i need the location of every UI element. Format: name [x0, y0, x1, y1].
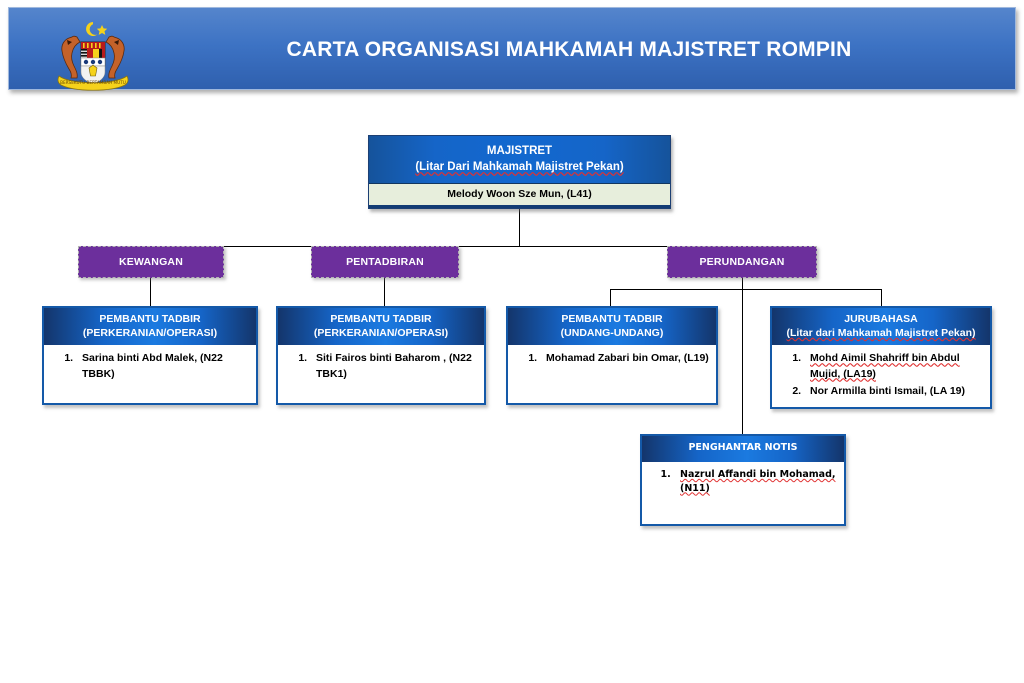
node-majistret-subtitle: (Litar Dari Mahkamah Majistret Pekan) — [415, 161, 624, 174]
connector-root-stem — [519, 203, 520, 246]
unit-title: PEMBANTU TADBIR — [561, 313, 663, 325]
malaysia-coat-of-arms-icon: BERSEKUTU BERTAMBAH MUTU — [45, 18, 141, 94]
division-perundangan[interactable]: PERUNDANGAN — [667, 246, 817, 278]
division-pentadbiran-label: PENTADBIRAN — [346, 256, 424, 268]
unit-header: PENGHANTAR NOTIS — [642, 436, 844, 462]
unit-header: PEMBANTU TADBIR (PERKERANIAN/OPERASI) — [278, 308, 484, 346]
division-kewangan[interactable]: KEWANGAN — [78, 246, 224, 278]
connector-perundangan-bus — [610, 289, 882, 290]
unit-subtitle: (Litar dari Mahkamah Majistret Pekan) — [786, 327, 976, 340]
division-pentadbiran[interactable]: PENTADBIRAN — [311, 246, 459, 278]
unit-subtitle: (PERKERANIAN/OPERASI) — [82, 327, 218, 340]
connector-drop-jurubahasa — [881, 289, 882, 308]
connector-perundangan-stem — [742, 277, 743, 289]
node-majistret-header: MAJISTRET (Litar Dari Mahkamah Majistret… — [369, 136, 670, 184]
unit-staff-list: Mohd Aimil Shahriff bin Abdul Mujid, (LA… — [772, 345, 990, 407]
unit-pembantu-tadbir-undang-undang[interactable]: PEMBANTU TADBIR (UNDANG-UNDANG) Mohamad … — [506, 306, 718, 406]
list-item: Nazrul Affandi bin Mohamad, (N11) — [674, 468, 838, 496]
header-banner: BERSEKUTU BERTAMBAH MUTU CARTA ORGANISAS… — [8, 7, 1016, 91]
svg-text:BERSEKUTU BERTAMBAH MUTU: BERSEKUTU BERTAMBAH MUTU — [60, 80, 126, 85]
unit-header: PEMBANTU TADBIR (PERKERANIAN/OPERASI) — [44, 308, 256, 346]
list-item: Mohamad Zabari bin Omar, (L19) — [540, 351, 710, 366]
unit-title: JURUBAHASA — [844, 313, 918, 325]
node-majistret-holder: Melody Woon Sze Mun, (L41) — [369, 183, 670, 208]
unit-penghantar-notis[interactable]: PENGHANTAR NOTIS Nazrul Affandi bin Moha… — [640, 434, 846, 526]
unit-staff-list: Mohamad Zabari bin Omar, (L19) — [508, 345, 716, 404]
connector-pentadbiran-to-unit — [384, 277, 385, 308]
unit-jurubahasa[interactable]: JURUBAHASA (Litar dari Mahkamah Majistre… — [770, 306, 992, 409]
unit-subtitle: (PERKERANIAN/OPERASI) — [313, 327, 449, 340]
list-item: Siti Fairos binti Baharom , (N22 TBK1) — [310, 351, 478, 381]
page-title: CARTA ORGANISASI MAHKAMAH MAJISTRET ROMP… — [286, 37, 852, 61]
connector-drop-penghantar-notis — [742, 289, 743, 436]
division-perundangan-label: PERUNDANGAN — [699, 256, 785, 268]
unit-title: PENGHANTAR NOTIS — [688, 442, 798, 453]
node-majistret-title: MAJISTRET — [486, 145, 553, 157]
list-item: Sarina binti Abd Malek, (N22 TBBK) — [76, 351, 250, 381]
unit-pembantu-tadbir-pentadbiran[interactable]: PEMBANTU TADBIR (PERKERANIAN/OPERASI) Si… — [276, 306, 486, 406]
unit-title: PEMBANTU TADBIR — [330, 313, 432, 325]
unit-staff-list: Sarina binti Abd Malek, (N22 TBBK) — [44, 345, 256, 404]
list-item: Nor Armilla binti Ismail, (LA 19) — [804, 384, 984, 399]
node-majistret[interactable]: MAJISTRET (Litar Dari Mahkamah Majistret… — [368, 135, 671, 209]
unit-staff-list: Siti Fairos binti Baharom , (N22 TBK1) — [278, 345, 484, 404]
connector-kewangan-to-unit — [150, 277, 151, 308]
unit-header: JURUBAHASA (Litar dari Mahkamah Majistre… — [772, 308, 990, 346]
connector-drop-pembantu-undang — [610, 289, 611, 308]
unit-subtitle: (UNDANG-UNDANG) — [560, 327, 664, 340]
division-kewangan-label: KEWANGAN — [118, 256, 183, 268]
list-item: Mohd Aimil Shahriff bin Abdul Mujid, (LA… — [804, 351, 984, 381]
unit-pembantu-tadbir-kewangan[interactable]: PEMBANTU TADBIR (PERKERANIAN/OPERASI) Sa… — [42, 306, 258, 406]
unit-header: PEMBANTU TADBIR (UNDANG-UNDANG) — [508, 308, 716, 346]
unit-title: PEMBANTU TADBIR — [99, 313, 201, 325]
unit-staff-list: Nazrul Affandi bin Mohamad, (N11) — [642, 461, 844, 524]
